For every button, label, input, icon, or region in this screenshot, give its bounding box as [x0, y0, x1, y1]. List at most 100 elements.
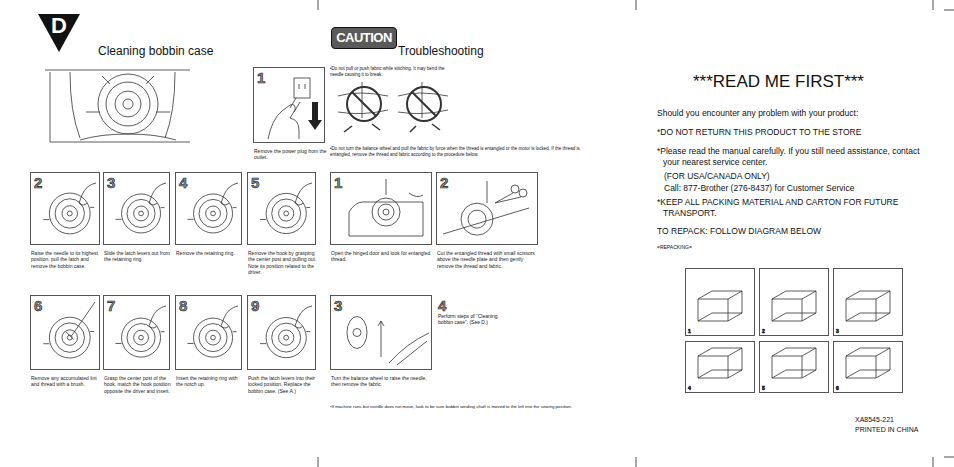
caution-note: •Do not turn the balance wheel and pull … — [330, 146, 580, 157]
step-sketch-part — [698, 356, 728, 357]
step-sketch-part — [461, 203, 493, 235]
notice-text: Call: 877-Brother (276-8437) for Custome… — [664, 183, 924, 194]
caution-text: CAUTION — [332, 31, 396, 44]
caution-badge: CAUTION — [331, 27, 397, 49]
step-caption: Open the hinged door and look for entang… — [331, 250, 435, 263]
step-panel: 1Open the hinged door and look for entan… — [330, 172, 432, 245]
step-sketch-part — [372, 198, 400, 226]
bobbin-area-figure — [45, 70, 190, 142]
step-sketch-part — [397, 341, 427, 365]
step-sketch-part — [846, 348, 890, 378]
prohibition-figures-part — [407, 87, 441, 121]
step-caption: Insert the retaining ring with the notch… — [176, 375, 245, 388]
notice-text: Should you encounter any problem with yo… — [657, 108, 927, 119]
section-heading: Troubleshooting — [398, 44, 484, 59]
step-sketch-part — [295, 306, 312, 328]
triangle-shape-part — [38, 14, 80, 52]
bobbin-area-figure-part — [50, 72, 190, 142]
step-sketch-part — [49, 193, 90, 234]
step-number: 6 — [34, 298, 42, 313]
step-sketch — [760, 342, 828, 392]
prohibition-figures-part — [344, 124, 380, 132]
step-sketch-part — [122, 194, 161, 233]
step-panel: 6Remove any accumulated lint and thread … — [30, 295, 100, 370]
step-sketch-part — [268, 105, 299, 139]
step-caption: Remove any accumulated lint and thread w… — [31, 375, 103, 388]
bobbin-area-figure-part — [106, 82, 150, 126]
repack-panel: 2 — [759, 268, 829, 336]
step-sketch — [686, 269, 754, 335]
prohibition-figures-part — [352, 92, 376, 116]
step-panel: 2Cut the entangled thread with small sci… — [436, 172, 538, 245]
step-sketch-part — [127, 199, 155, 227]
notice-text: TO REPACK: FOLLOW DIAGRAM BELOW — [657, 226, 927, 237]
step-sketch-part — [199, 199, 227, 227]
step-sketch-part — [284, 335, 289, 340]
bobbin-area-figure-part — [98, 74, 158, 134]
crop-marks-part — [636, 457, 637, 467]
step-sketch-part — [846, 299, 876, 300]
step-sketch-part — [383, 209, 389, 215]
crop-marks-part — [933, 457, 934, 467]
step-caption: Raise the needle to its highest position… — [31, 250, 103, 269]
step-caption: Push the latch levers into their locked … — [248, 375, 319, 394]
step-sketch-part — [772, 348, 816, 378]
step-sketch-part — [260, 332, 310, 344]
step-sketch-part — [299, 84, 305, 89]
step-sketch-part — [846, 291, 890, 321]
step-sketch-part — [55, 199, 84, 228]
step-sketch-part — [290, 98, 300, 112]
step-sketch-part — [389, 333, 429, 363]
step-panel: 1Remove the power plug from the outlet. — [253, 67, 325, 143]
step-number: 8 — [179, 298, 187, 313]
step-sketch-part — [386, 179, 387, 195]
part-code: XA8545-221 — [855, 416, 894, 425]
step-number: 9 — [251, 298, 259, 313]
step-sketch-part — [409, 193, 423, 197]
step-caption: Remove the power plug from the outlet. — [254, 148, 328, 161]
step-number: 5 — [251, 175, 259, 190]
step-sketch-part — [266, 193, 306, 233]
step-number: 4 — [179, 175, 187, 190]
step-sketch-part — [139, 335, 144, 340]
step-sketch-part — [79, 183, 96, 205]
step-sketch-part — [279, 330, 294, 345]
step-sketch-part — [772, 299, 802, 300]
step-sketch — [331, 173, 431, 244]
step-caption: Slide the latch levers out from the reta… — [104, 250, 173, 263]
step-sketch-part — [206, 206, 221, 221]
step-sketch-part — [698, 299, 728, 300]
bobbin-area-figure-part — [86, 76, 170, 112]
step-sketch-part — [149, 306, 166, 328]
repack-panel: 1 — [685, 268, 755, 336]
bobbin-area-figure-part — [115, 91, 141, 117]
step-sketch-part — [511, 185, 519, 193]
prohibition-figures-part — [410, 124, 440, 132]
step-panel: 7Grasp the center post of the hook, matc… — [103, 295, 170, 370]
step-sketch-part — [62, 206, 78, 222]
step-sketch-part — [266, 318, 306, 358]
step-sketch-part — [49, 317, 90, 358]
step-number: 2 — [440, 175, 448, 190]
step-number: 3 — [836, 329, 839, 334]
bobbin-area-figure-part — [123, 99, 133, 109]
step-sketch-part — [134, 206, 149, 221]
crop-marks-part — [944, 10, 954, 11]
step-number: 1 — [334, 175, 342, 190]
step-number: 3 — [107, 175, 115, 190]
step-sketch-part — [221, 183, 238, 205]
step-number: 1 — [688, 329, 691, 334]
step-sketch-part — [221, 306, 238, 328]
step-sketch-part — [116, 208, 165, 220]
notice-text: (FOR USA/CANADA ONLY) — [664, 171, 924, 182]
step-sketch-part — [55, 323, 84, 352]
step-sketch-part — [260, 207, 310, 219]
step-sketch-part — [188, 208, 237, 220]
step-sketch-part — [272, 199, 301, 228]
step-number: 6 — [836, 386, 839, 391]
crop-marks-part — [318, 0, 319, 10]
prohibition-figures — [338, 82, 448, 132]
step-caption: Cut the entangled thread with small scis… — [437, 250, 541, 269]
step-sketch-part — [66, 332, 74, 340]
